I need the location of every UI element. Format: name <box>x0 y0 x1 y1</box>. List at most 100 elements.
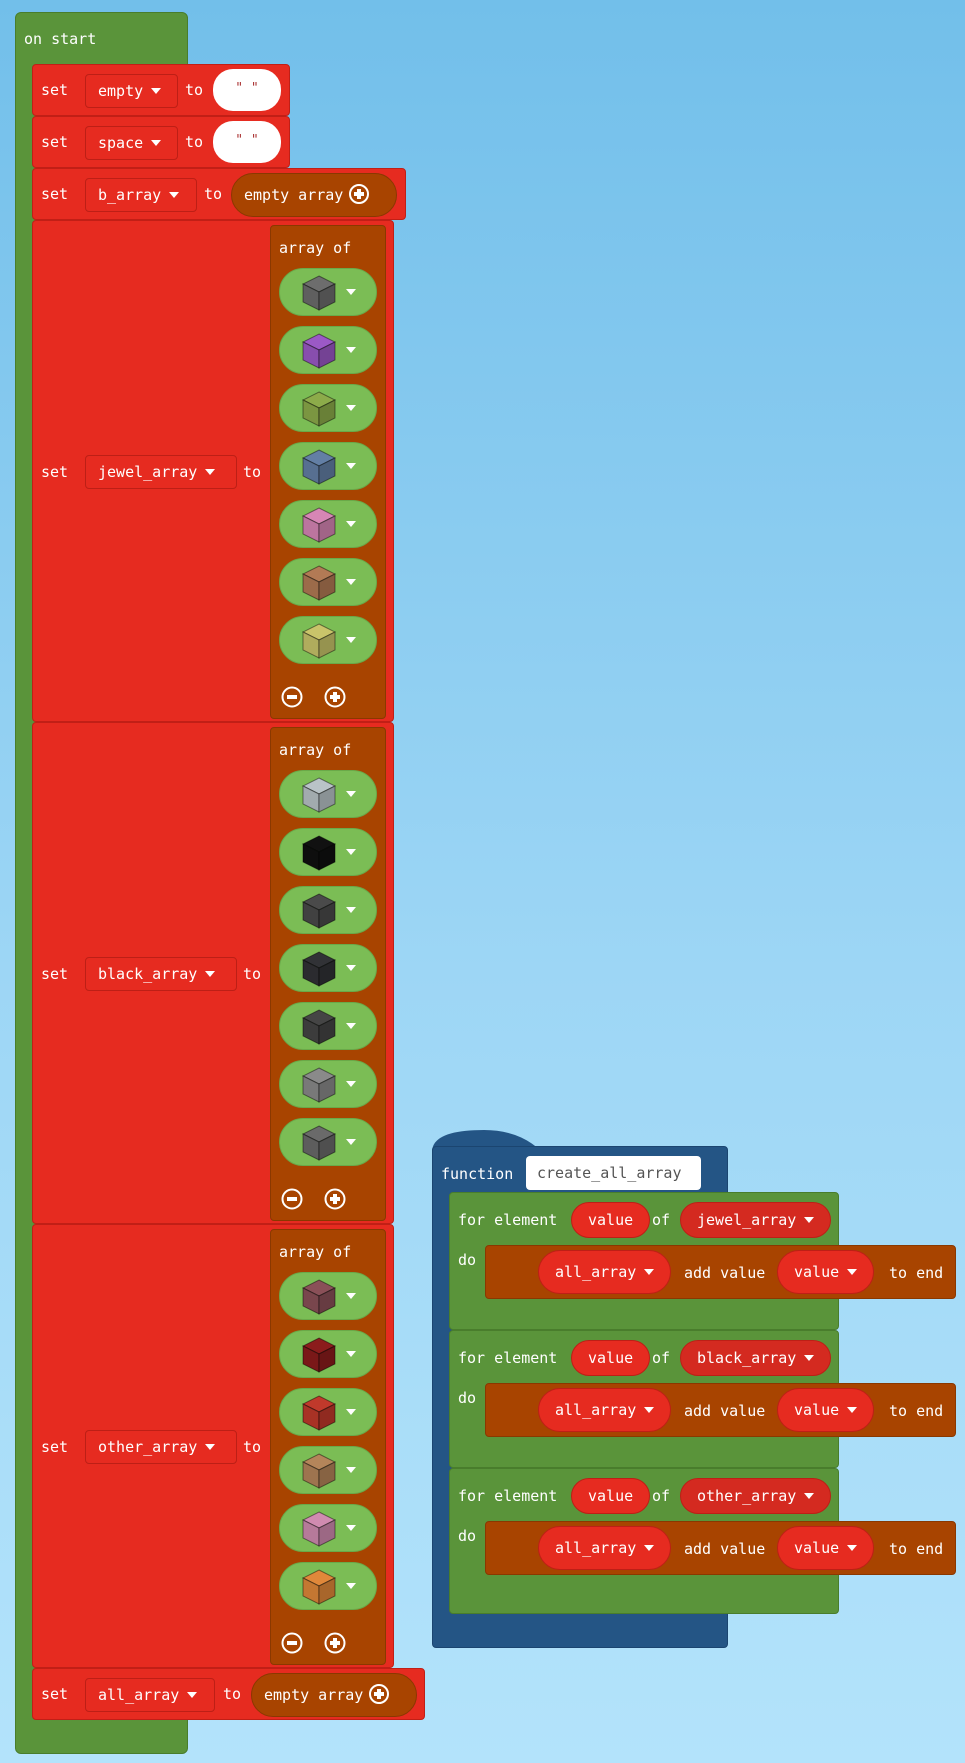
chevron-down-icon <box>151 139 162 146</box>
variable-dropdown-jewel-array[interactable]: jewel_array <box>85 455 237 489</box>
set-label: set <box>41 81 69 99</box>
remove-item-icon[interactable] <box>281 1632 303 1654</box>
item-variable-dropdown[interactable]: value <box>777 1250 875 1294</box>
variable-dropdown-space[interactable]: space <box>85 126 178 160</box>
array-item-dropdown[interactable] <box>279 828 377 876</box>
array-item-dropdown[interactable] <box>279 500 377 548</box>
array-item-dropdown[interactable] <box>279 1002 377 1050</box>
variable-dropdown-all-array[interactable]: all_array <box>85 1678 215 1712</box>
set-empty-block[interactable]: set empty to " " <box>32 64 290 116</box>
array-item-dropdown[interactable] <box>279 1272 377 1320</box>
lime-glass-cube-icon <box>302 391 336 427</box>
chevron-down-icon <box>346 289 356 295</box>
purple-glass-cube-icon <box>302 333 336 369</box>
array-variable-dropdown[interactable]: other_array <box>680 1478 832 1514</box>
string-input-empty[interactable]: " " <box>213 69 281 111</box>
for-element-loop-block[interactable]: for element value of black_array do all_… <box>449 1330 956 1468</box>
for-element-loop-block[interactable]: for element value of jewel_array do all_… <box>449 1192 956 1330</box>
maroon-glass-cube-icon <box>302 1279 336 1315</box>
for-element-label: for element <box>458 1211 558 1229</box>
array-item-dropdown[interactable] <box>279 1446 377 1494</box>
target-array-dropdown[interactable]: all_array <box>538 1526 672 1570</box>
to-end-label: to end <box>889 1540 944 1558</box>
array-item-dropdown[interactable] <box>279 1118 377 1166</box>
array-item-dropdown[interactable] <box>279 326 377 374</box>
of-label: of <box>652 1487 671 1505</box>
variable-dropdown-black-array[interactable]: black_array <box>85 957 237 991</box>
charcoal-cube-icon <box>302 951 336 987</box>
array-item-dropdown[interactable] <box>279 1330 377 1378</box>
iterator-variable[interactable]: value <box>571 1340 651 1376</box>
chevron-down-icon <box>346 849 356 855</box>
array-item-dropdown[interactable] <box>279 616 377 664</box>
iterator-variable[interactable]: value <box>571 1478 651 1514</box>
array-item-dropdown[interactable] <box>279 384 377 432</box>
array-item-dropdown[interactable] <box>279 1060 377 1108</box>
do-label: do <box>458 1389 477 1407</box>
target-array-dropdown[interactable]: all_array <box>538 1388 672 1432</box>
pink-glass-cube-icon-2 <box>302 1511 336 1547</box>
chevron-down-icon <box>644 1544 655 1551</box>
item-variable-dropdown[interactable]: value <box>777 1388 875 1432</box>
chevron-down-icon <box>346 1525 356 1531</box>
variable-dropdown-b-array[interactable]: b_array <box>85 178 197 212</box>
chevron-down-icon <box>644 1268 655 1275</box>
add-value-to-end-block[interactable]: all_array add value value to end <box>485 1383 956 1437</box>
chevron-down-icon <box>346 907 356 913</box>
set-black-array-block[interactable]: set black_array to array of <box>32 722 394 1224</box>
iterator-variable[interactable]: value <box>571 1202 651 1238</box>
array-of-block[interactable]: array of <box>270 225 386 719</box>
variable-dropdown-other-array[interactable]: other_array <box>85 1430 237 1464</box>
set-label: set <box>41 133 69 151</box>
for-element-loop-block[interactable]: for element value of other_array do all_… <box>449 1468 956 1614</box>
add-value-to-end-block[interactable]: all_array add value value to end <box>485 1521 956 1575</box>
chevron-down-icon <box>346 1583 356 1589</box>
string-input-space[interactable]: " " <box>213 121 281 163</box>
set-all-array-block[interactable]: set all_array to empty array <box>32 1668 425 1720</box>
array-item-dropdown[interactable] <box>279 886 377 934</box>
variable-dropdown-empty[interactable]: empty <box>85 74 178 108</box>
set-jewel-array-block[interactable]: set jewel_array to array of <box>32 220 394 722</box>
chevron-down-icon <box>205 1443 216 1450</box>
array-of-block[interactable]: array of <box>270 1229 386 1665</box>
to-label: to <box>204 185 223 203</box>
empty-array-block[interactable]: empty array <box>231 173 397 217</box>
array-of-block[interactable]: array of <box>270 727 386 1221</box>
dark-glass-cube-icon <box>302 893 336 929</box>
chevron-down-icon <box>187 1691 198 1698</box>
array-variable-dropdown[interactable]: black_array <box>680 1340 832 1376</box>
set-space-block[interactable]: set space to " " <box>32 116 290 168</box>
array-item-dropdown[interactable] <box>279 1562 377 1610</box>
array-item-dropdown[interactable] <box>279 770 377 818</box>
array-item-dropdown[interactable] <box>279 558 377 606</box>
on-start-label: on start <box>24 30 97 48</box>
array-item-dropdown[interactable] <box>279 268 377 316</box>
add-item-icon[interactable] <box>369 1683 390 1704</box>
array-variable-dropdown[interactable]: jewel_array <box>680 1202 832 1238</box>
function-name-input[interactable]: create_all_array <box>526 1156 701 1190</box>
add-value-label: add value <box>684 1402 766 1420</box>
to-label: to <box>243 1438 262 1456</box>
array-item-dropdown[interactable] <box>279 1504 377 1552</box>
add-item-icon[interactable] <box>324 1188 346 1210</box>
remove-item-icon[interactable] <box>281 686 303 708</box>
array-item-dropdown[interactable] <box>279 1388 377 1436</box>
add-item-icon[interactable] <box>349 183 370 204</box>
remove-item-icon[interactable] <box>281 1188 303 1210</box>
add-value-to-end-block[interactable]: all_array add value value to end <box>485 1245 956 1299</box>
array-item-dropdown[interactable] <box>279 944 377 992</box>
chevron-down-icon <box>346 637 356 643</box>
pink-glass-cube-icon <box>302 507 336 543</box>
chevron-down-icon <box>346 1351 356 1357</box>
set-other-array-block[interactable]: set other_array to array of <box>32 1224 394 1668</box>
target-array-dropdown[interactable]: all_array <box>538 1250 672 1294</box>
array-of-label: array of <box>279 741 352 759</box>
empty-array-block[interactable]: empty array <box>251 1673 417 1717</box>
add-item-icon[interactable] <box>324 686 346 708</box>
item-variable-dropdown[interactable]: value <box>777 1526 875 1570</box>
add-item-icon[interactable] <box>324 1632 346 1654</box>
set-label: set <box>41 463 69 481</box>
set-b-array-block[interactable]: set b_array to empty array <box>32 168 406 220</box>
chevron-down-icon <box>346 791 356 797</box>
array-item-dropdown[interactable] <box>279 442 377 490</box>
